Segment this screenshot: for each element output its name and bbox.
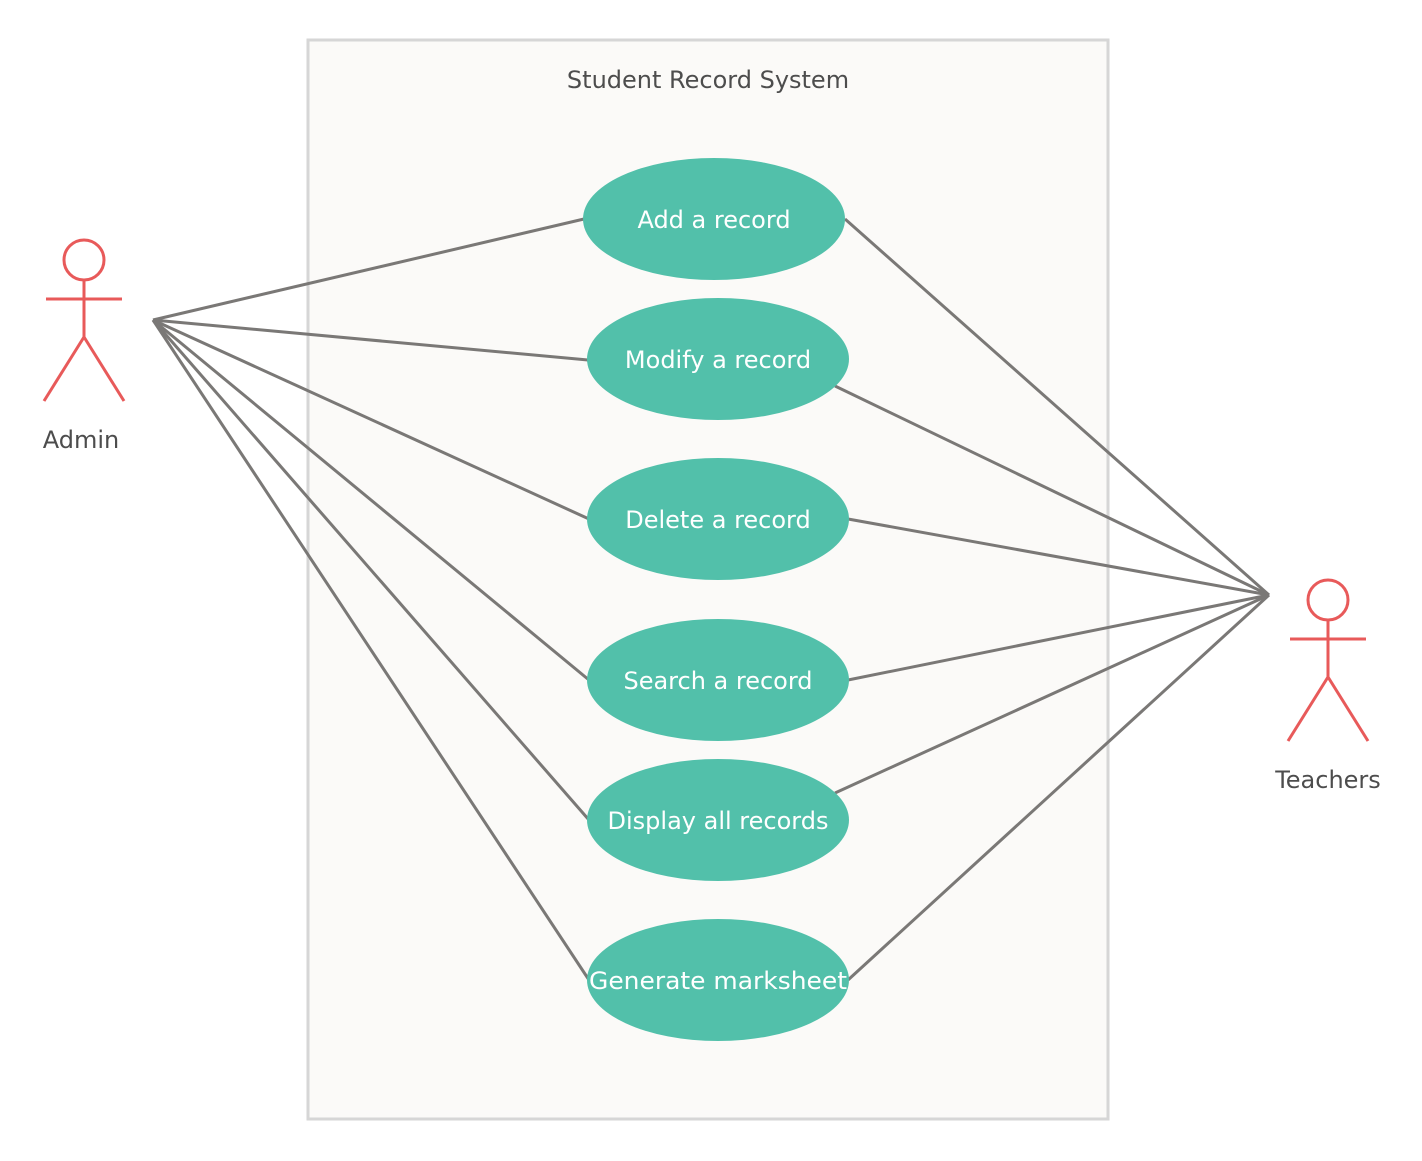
association-teachers-generate (846, 593, 1271, 982)
actor-teachers-label: Teachers (1274, 766, 1381, 794)
actor-teachers[interactable]: Teachers (1274, 578, 1381, 794)
association-teachers-display (834, 593, 1270, 795)
use-case-add-ellipse (583, 158, 845, 280)
use-case-display-label: Display all records (608, 807, 829, 835)
actor-admin-left-leg (42, 336, 86, 402)
actor-teachers-right-leg (1326, 676, 1370, 742)
teachers-associations (834, 217, 1271, 982)
association-teachers-modify (834, 384, 1270, 597)
use-case-modify-label: Modify a record (625, 346, 811, 374)
actor-teachers-icon (1286, 578, 1370, 742)
use-case-delete[interactable]: Delete a record (587, 458, 849, 580)
association-admin-generate (151, 319, 591, 981)
use-case-add[interactable]: Add a record (583, 158, 845, 280)
use-case-display-ellipse (587, 759, 849, 881)
association-admin-add (152, 217, 585, 322)
use-case-generate-ellipse (587, 919, 849, 1041)
use-case-search[interactable]: Search a record (587, 619, 849, 741)
actor-teachers-left-leg (1286, 676, 1330, 742)
association-admin-search (152, 318, 590, 682)
association-admin-modify (152, 318, 589, 362)
actor-admin-head (62, 238, 106, 282)
use-case-generate-label: Generate marksheet (589, 967, 847, 995)
use-case-search-ellipse (587, 619, 849, 741)
use-case-search-label: Search a record (623, 667, 812, 695)
use-case-generate[interactable]: Generate marksheet (587, 919, 849, 1041)
association-admin-display (151, 319, 591, 821)
actor-teachers-head (1306, 578, 1350, 622)
actor-admin-icon (42, 238, 126, 402)
use-case-display[interactable]: Display all records (587, 759, 849, 881)
use-case-add-label: Add a record (637, 206, 790, 234)
use-case-delete-ellipse (587, 458, 849, 580)
association-teachers-delete (847, 517, 1270, 597)
use-case-delete-label: Delete a record (625, 506, 810, 534)
association-admin-delete (152, 318, 590, 521)
actor-admin[interactable]: Admin (42, 238, 126, 454)
association-teachers-add (844, 217, 1270, 597)
actor-admin-right-leg (82, 336, 126, 402)
association-teachers-search (847, 593, 1270, 682)
use-case-modify[interactable]: Modify a record (587, 298, 849, 420)
system-title: Student Record System (567, 66, 849, 94)
admin-associations (151, 217, 591, 981)
use-case-modify-ellipse (587, 298, 849, 420)
actor-admin-label: Admin (43, 426, 120, 454)
